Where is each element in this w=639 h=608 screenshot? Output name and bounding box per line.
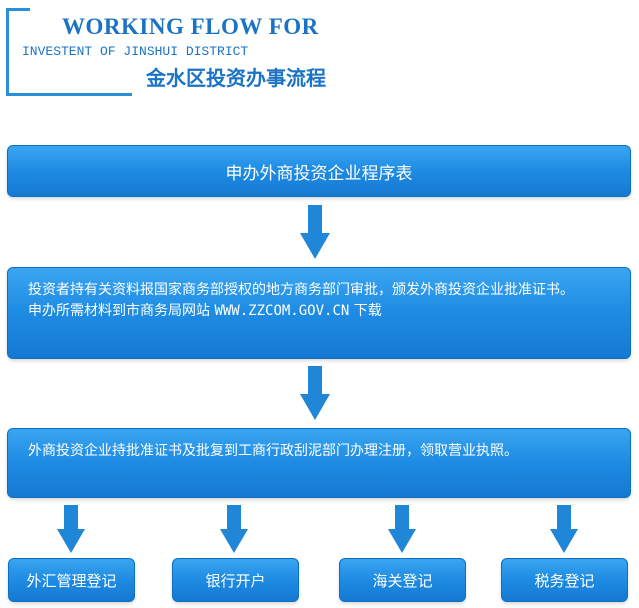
header-mask (30, 5, 390, 93)
flow-step-2: 投资者持有关资料报国家商务部授权的地方商务部门审批，颁发外商投资企业批准证书。 … (7, 267, 631, 359)
flow-step-3: 外商投资企业持批准证书及批复到工商行政刮泥部门办理注册，领取营业执照。 (7, 428, 631, 498)
flow-step-2-download-prefix: 申办所需材料到市商务局网站 (28, 303, 215, 319)
registration-box-customs: 海关登记 (339, 558, 466, 602)
registration-box-bank: 银行开户 (172, 558, 299, 602)
down-arrow-icon (549, 505, 579, 553)
registration-box-tax: 税务登记 (501, 558, 628, 602)
registration-label: 外汇管理登记 (26, 571, 117, 590)
flow-step-3-text: 外商投资企业持批准证书及批复到工商行政刮泥部门办理注册，领取营业执照。 (28, 443, 518, 459)
down-arrow-icon (300, 205, 330, 259)
registration-label: 银行开户 (205, 571, 266, 590)
flow-step-2-download-suffix: 下载 (349, 303, 382, 319)
registration-label: 海关登记 (372, 571, 433, 590)
flow-step-2-text: 投资者持有关资料报国家商务部授权的地方商务部门审批，颁发外商投资企业批准证书。 (28, 282, 574, 298)
down-arrow-icon (387, 505, 417, 553)
registration-label: 税务登记 (534, 571, 595, 590)
down-arrow-icon (300, 366, 330, 420)
header-title-cn: 金水区投资办事流程 (146, 66, 326, 90)
down-arrow-icon (56, 505, 86, 553)
header-title: WORKING FLOW FOR (62, 14, 319, 39)
registration-box-forex: 外汇管理登记 (8, 558, 135, 602)
website-link[interactable]: WWW.ZZCOM.GOV.CN (214, 303, 350, 319)
flow-step-2-download-line: 申办所需材料到市商务局网站 WWW.ZZCOM.GOV.CN 下载 (28, 301, 616, 322)
down-arrow-icon (219, 505, 249, 553)
header-subtitle: INVESTENT OF JINSHUI DISTRICT (22, 44, 249, 59)
flow-step-1-label: 申办外商投资企业程序表 (225, 163, 413, 184)
flow-step-1: 申办外商投资企业程序表 (7, 145, 631, 197)
